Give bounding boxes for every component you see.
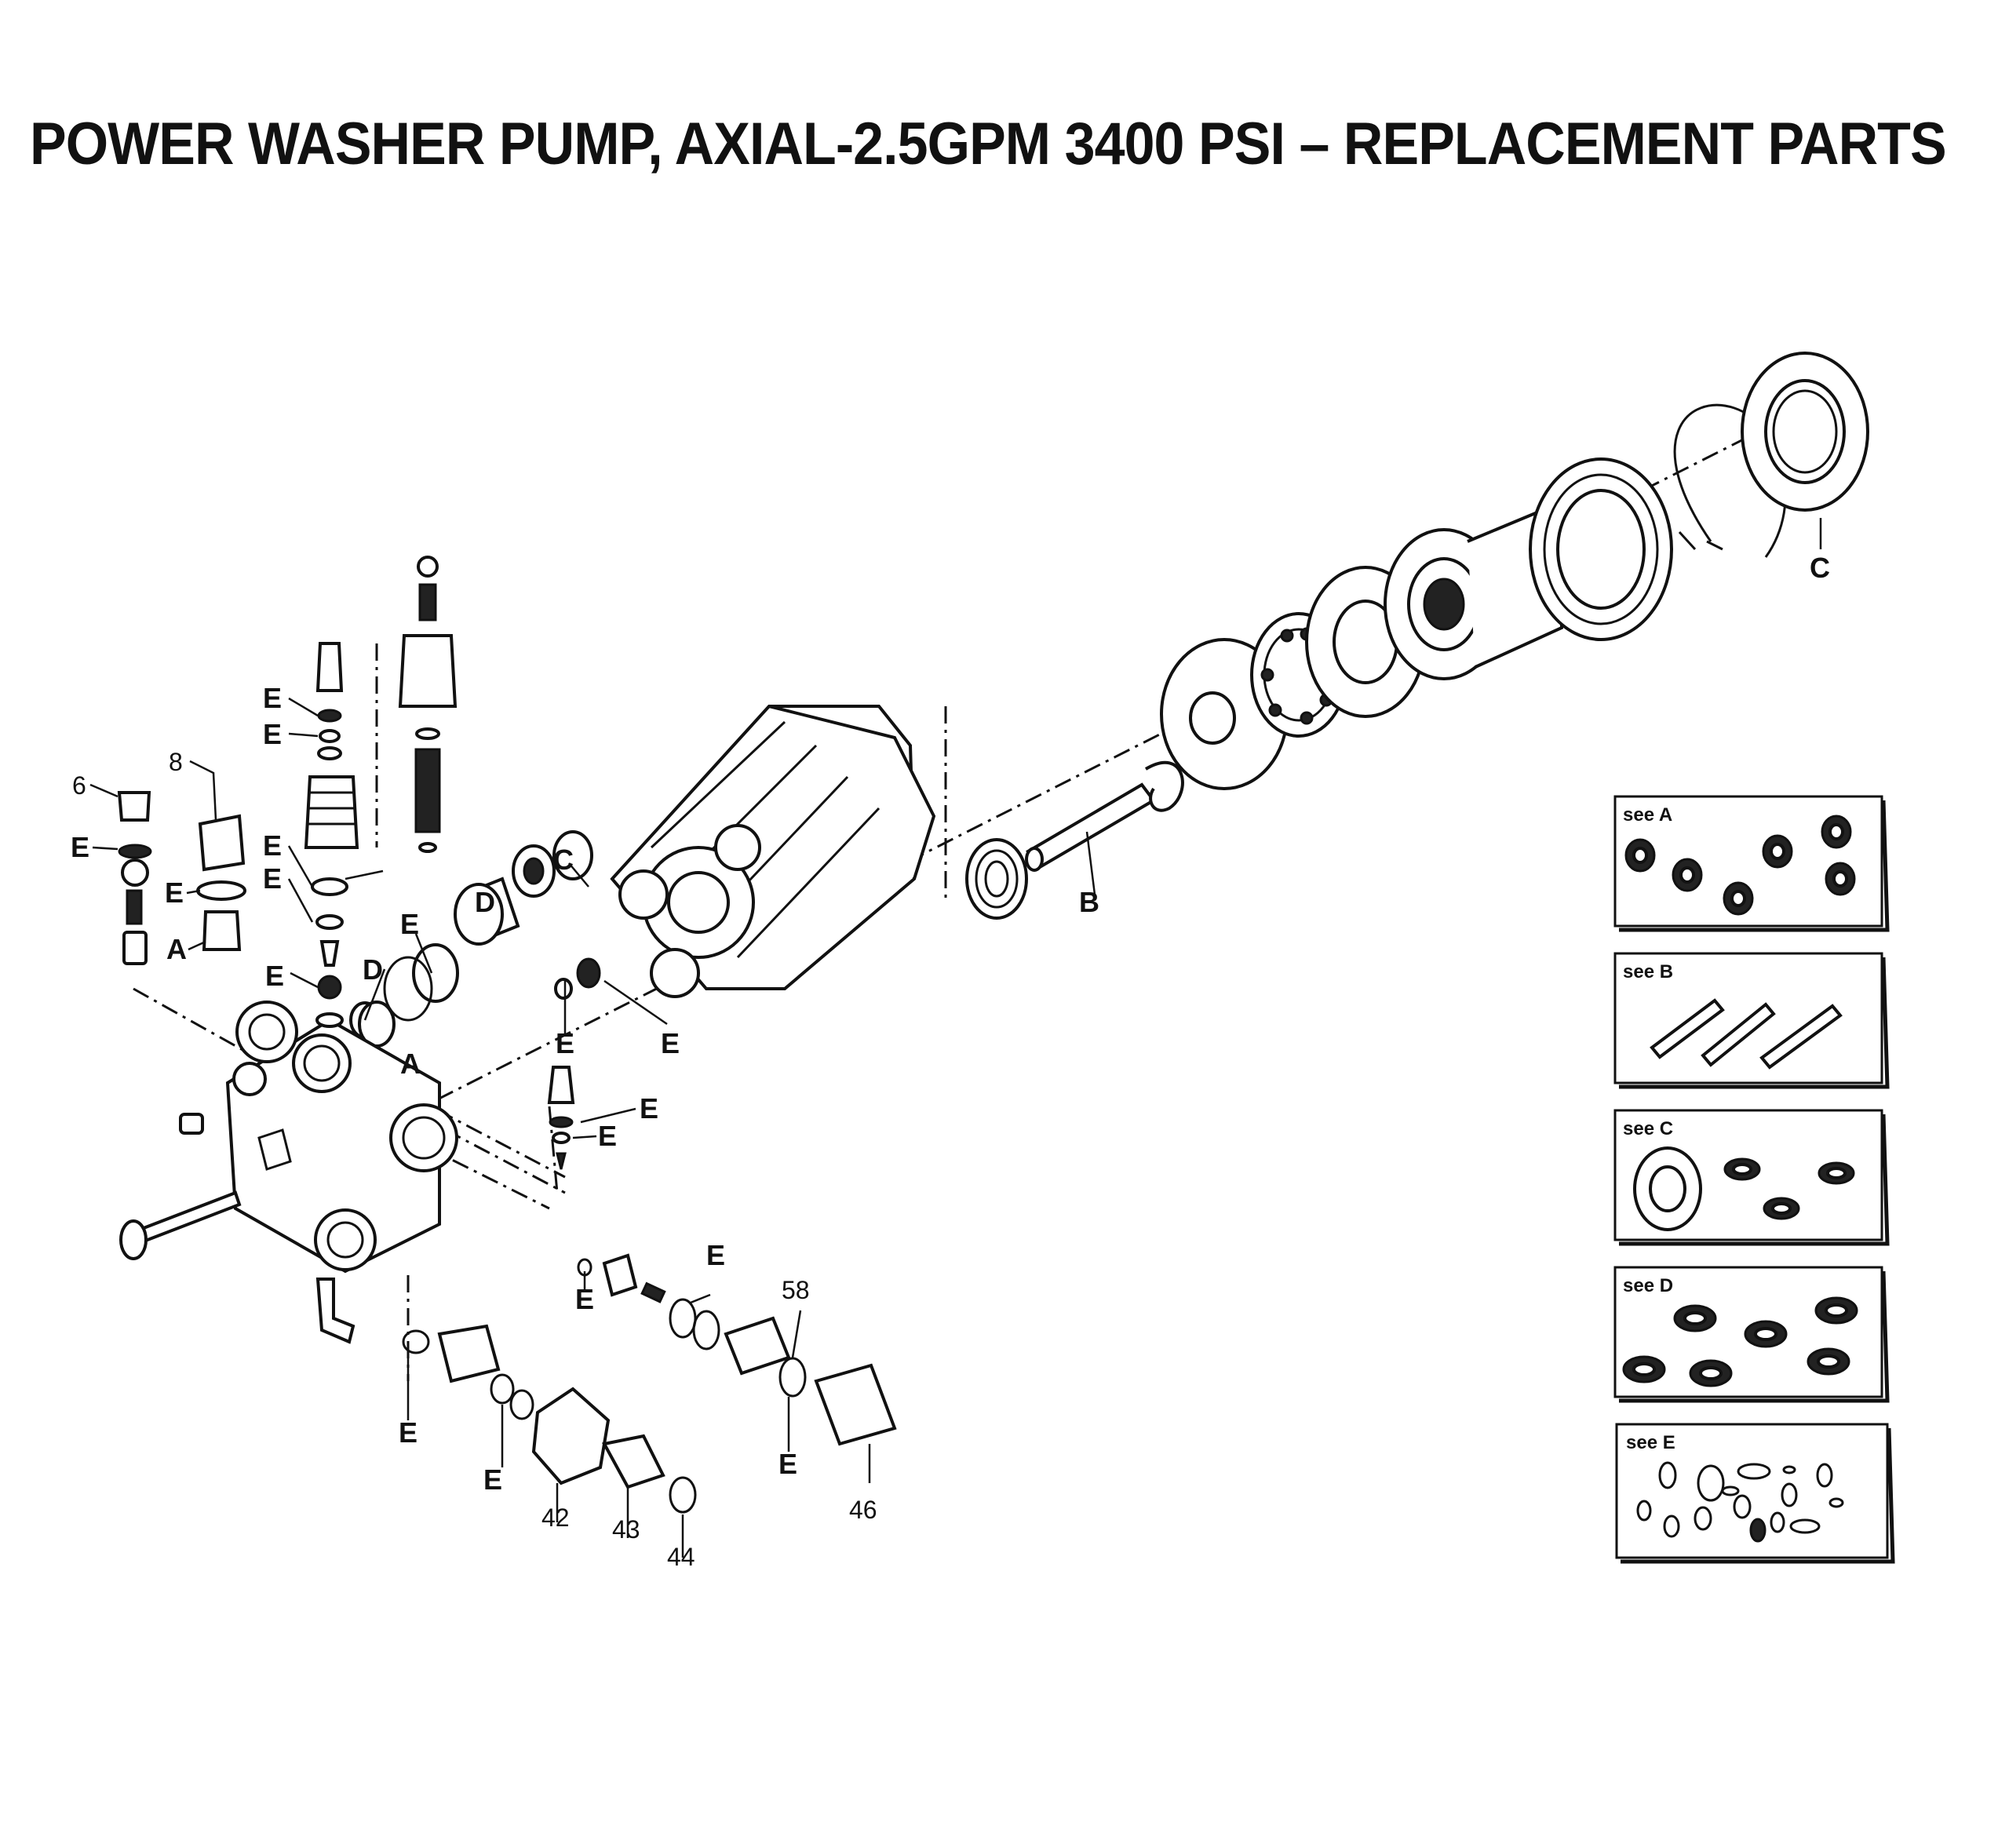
manifold-head [225, 1001, 458, 1274]
label-e: E [263, 862, 282, 895]
page-title: POWER WASHER PUMP, AXIAL-2.5GPM 3400 PSI… [30, 111, 1947, 177]
kit-label: see C [1623, 1118, 1673, 1139]
kit-box-d: see D [1613, 1266, 1890, 1403]
left-valve-stack [118, 844, 152, 965]
label-e: E [778, 1448, 797, 1480]
label-e: E [71, 831, 89, 863]
head-bolt [119, 1190, 242, 1260]
kit-label: see A [1623, 804, 1672, 826]
elbow-fitting [315, 1278, 355, 1344]
label-42: 42 [541, 1504, 570, 1532]
callout-labels: 6 8 E E A E E E E E D E D C A E E E E E … [71, 552, 1830, 1571]
label-46: 46 [849, 1496, 877, 1524]
label-e: E [165, 877, 184, 909]
label-b: B [1079, 886, 1099, 918]
nipple-fitting [547, 1066, 575, 1170]
label-e: E [575, 1283, 594, 1315]
main-bearing [1529, 457, 1673, 641]
small-plug [179, 1113, 204, 1135]
unloader-adjust-stack [398, 556, 458, 853]
kit-label: see E [1626, 1432, 1675, 1453]
label-e: E [483, 1463, 502, 1496]
label-e: E [598, 1120, 617, 1152]
label-e: E [661, 1027, 680, 1059]
label-e: E [640, 1092, 658, 1124]
label-e: E [263, 682, 282, 714]
kit-label: see D [1623, 1275, 1673, 1296]
label-e: E [706, 1239, 725, 1271]
kit-box-e: see E [1615, 1423, 1895, 1564]
label-e: E [265, 960, 284, 992]
plug-6 [117, 791, 151, 822]
label-d: D [475, 886, 495, 918]
kit-box-b: see B [1613, 952, 1890, 1089]
label-a: A [166, 933, 187, 965]
label-58: 58 [782, 1276, 810, 1304]
axis-lines [133, 383, 1853, 1381]
label-8: 8 [169, 748, 183, 776]
drive-hub [1384, 500, 1563, 680]
inlet-stack [402, 1324, 697, 1514]
unloader-stem [315, 642, 344, 760]
callout-leaders [89, 518, 1822, 1558]
plug-8 [198, 814, 246, 872]
kit-box-c: see C [1613, 1109, 1890, 1246]
label-c: C [553, 844, 574, 876]
label-e: E [263, 829, 282, 862]
kit-box-a: see A [1613, 795, 1890, 932]
label-43: 43 [612, 1515, 640, 1544]
label-d: D [363, 953, 383, 986]
center-valve-stack [196, 880, 246, 951]
label-e: E [263, 718, 282, 750]
oil-seal-c [1741, 352, 1869, 512]
label-c: C [1810, 552, 1830, 584]
label-e: E [399, 1416, 417, 1449]
outlet-stack [577, 1253, 897, 1446]
label-e: E [556, 1027, 574, 1059]
plunger-spring [965, 838, 1028, 920]
unloader-body [304, 775, 359, 1028]
pump-housing [610, 705, 936, 998]
kit-label: see B [1623, 961, 1673, 982]
label-a: A [400, 1048, 421, 1080]
label-e: E [400, 908, 419, 940]
label-44: 44 [667, 1543, 695, 1571]
label-6: 6 [72, 771, 86, 800]
retaining-clip [1144, 761, 1184, 812]
